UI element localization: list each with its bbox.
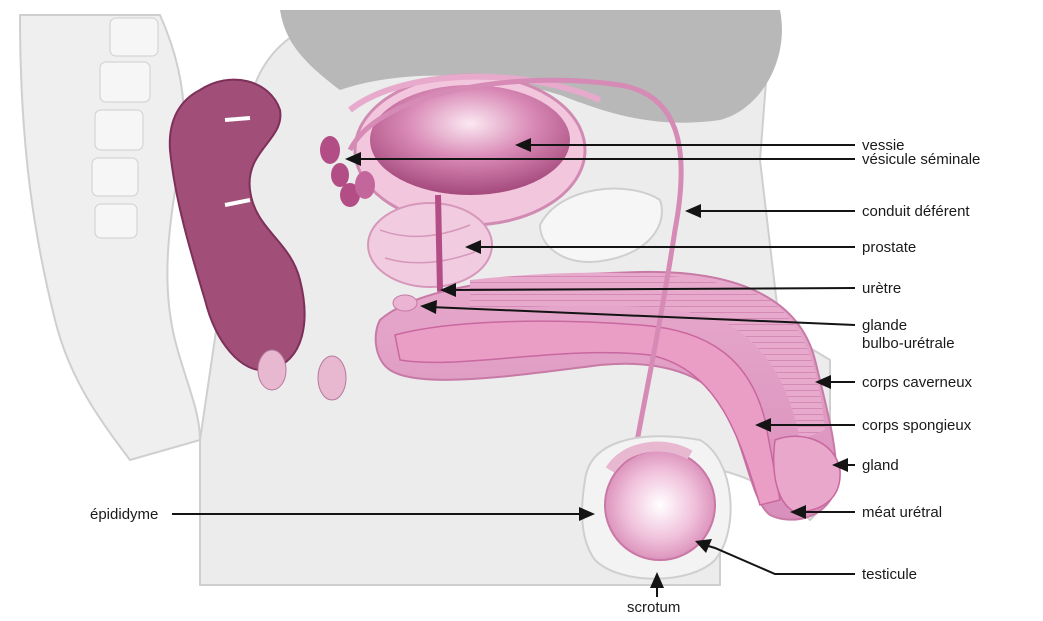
label-uretre: urètre [862, 280, 901, 297]
label-scrotum: scrotum [627, 599, 680, 616]
label-conduit-deferent: conduit déférent [862, 203, 970, 220]
label-corps-caverneux: corps caverneux [862, 374, 972, 391]
label-glande-line1: glande [862, 317, 907, 334]
label-testicule: testicule [862, 566, 917, 583]
label-corps-spongieux: corps spongieux [862, 417, 971, 434]
label-meat-uretral: méat urétral [862, 504, 942, 521]
label-gland: gland [862, 457, 899, 474]
label-prostate: prostate [862, 239, 916, 256]
label-glande-line2: bulbo-urétrale [862, 335, 955, 352]
bulbourethral-gland [393, 295, 417, 311]
label-epididyme: épididyme [90, 506, 158, 523]
label-vesicule-seminale: vésicule séminale [862, 151, 980, 168]
rectum-fold-1 [225, 118, 250, 120]
bladder [370, 85, 570, 195]
